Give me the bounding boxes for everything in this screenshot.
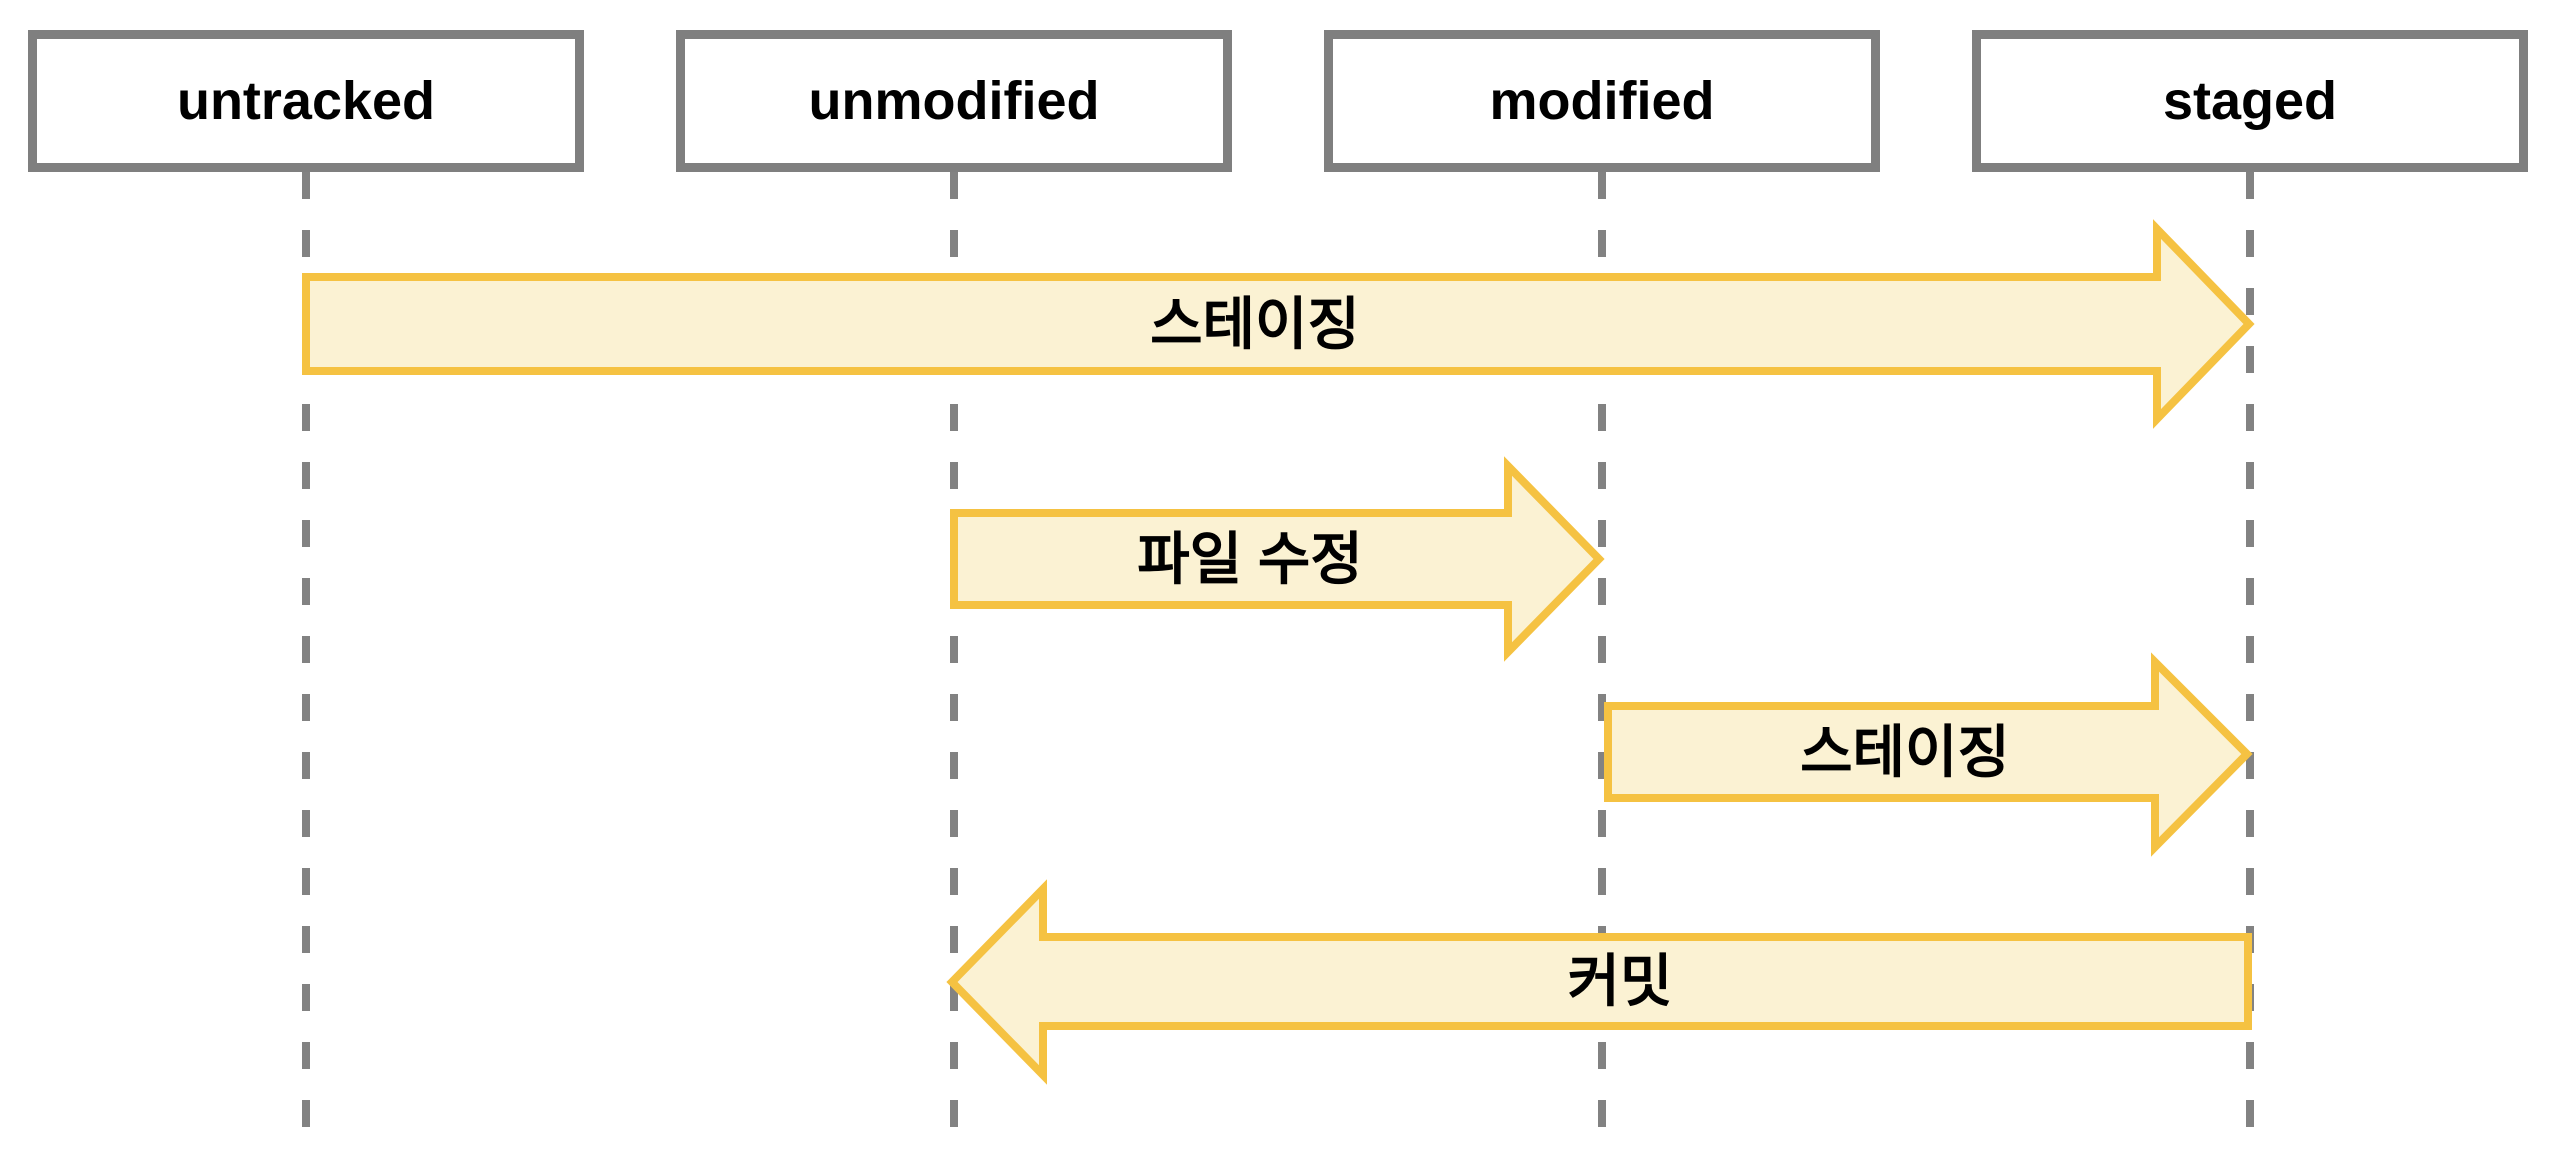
state-box-staged: staged	[1972, 30, 2528, 172]
arrow-staging-modified-to-staged	[1604, 652, 2253, 857]
arrow-file-modify	[950, 456, 1605, 662]
state-box-untracked: untracked	[28, 30, 584, 172]
state-box-unmodified: unmodified	[676, 30, 1232, 172]
state-label-modified: modified	[1489, 71, 1715, 131]
arrow-staging-untracked-to-staged	[302, 219, 2255, 429]
state-box-modified: modified	[1324, 30, 1880, 172]
arrow-label-file-modify: 파일 수정	[1137, 527, 1363, 592]
state-label-staged: staged	[2162, 71, 2338, 131]
state-label-unmodified: unmodified	[808, 71, 1100, 131]
arrow-commit	[946, 879, 2252, 1085]
state-label-untracked: untracked	[176, 71, 436, 131]
arrow-label-staging-2: 스테이징	[1800, 720, 2010, 785]
arrow-label-commit: 커밋	[1567, 949, 1673, 1014]
arrow-label-staging-1: 스테이징	[1150, 292, 1360, 357]
